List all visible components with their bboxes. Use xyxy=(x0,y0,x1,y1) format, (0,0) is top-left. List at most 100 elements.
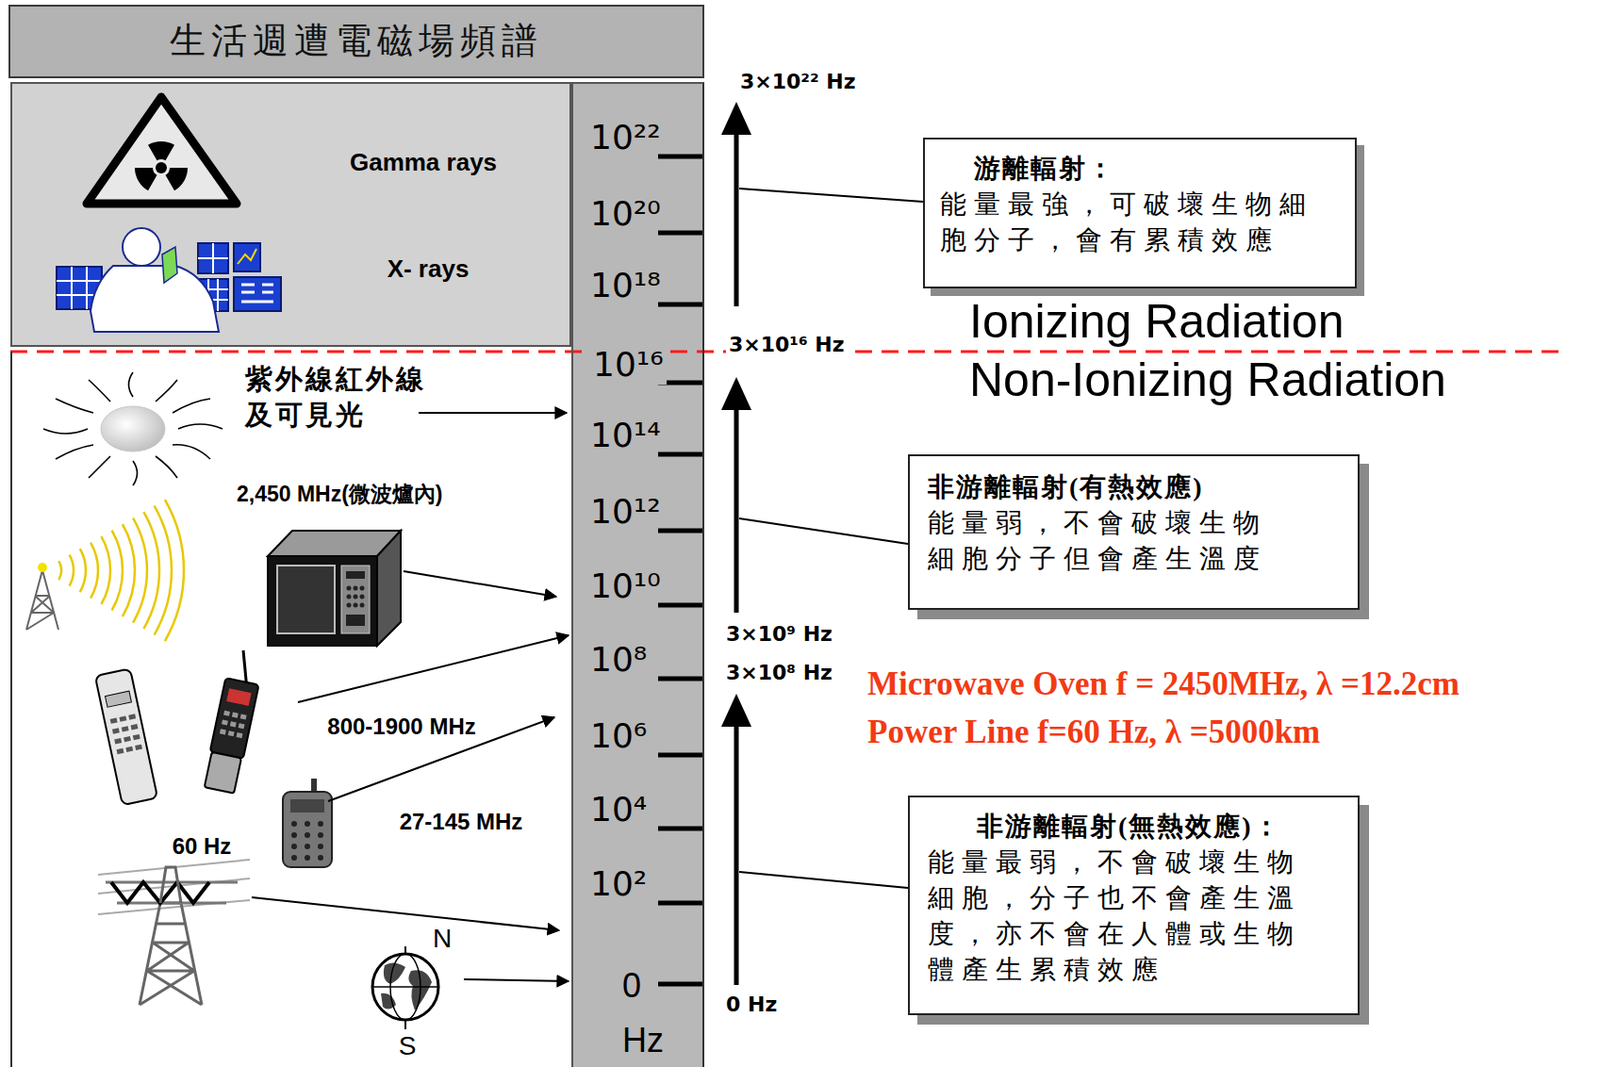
cell-tower-icon xyxy=(154,506,172,636)
microwave-oven-icon xyxy=(341,565,370,634)
frequency-bound: 3×10⁹ Hz xyxy=(725,622,833,647)
xray-operator-clipart xyxy=(122,228,161,266)
walkie-talkie-icon xyxy=(317,832,324,839)
mobile-phone-icon xyxy=(210,677,260,759)
source-arrow xyxy=(418,412,567,414)
scale-label: 10²⁰ xyxy=(590,195,661,233)
sun-icon xyxy=(172,445,211,460)
scale-label: 10¹⁶ xyxy=(590,345,667,385)
cell-tower-icon xyxy=(80,548,86,593)
mobile-phone-icon xyxy=(202,677,260,794)
microwave-oven-icon xyxy=(346,571,365,627)
mobile-phone-icon xyxy=(219,710,248,739)
sun-icon xyxy=(129,372,134,397)
microwave-oven-icon xyxy=(267,556,378,646)
mobile-phone-icon xyxy=(221,719,229,726)
scale-label: 10¹⁸ xyxy=(590,266,661,305)
scale-label: 10²² xyxy=(590,118,661,157)
cordless-phone-icon xyxy=(118,715,127,722)
microwave-oven-icon xyxy=(267,530,401,646)
cell-tower-icon xyxy=(58,560,62,580)
microwave-oven-icon xyxy=(346,571,365,579)
scale-ticks xyxy=(658,230,705,236)
microwave-oven-icon xyxy=(346,594,352,600)
frequency-arrow xyxy=(721,101,752,135)
globe-icon xyxy=(372,954,439,1021)
xray-operator-clipart xyxy=(197,243,229,274)
sun-icon xyxy=(43,428,88,434)
scale-ticks xyxy=(658,452,705,458)
frequency-arrow xyxy=(721,377,752,411)
mobile-phone-icon xyxy=(231,712,239,719)
cordless-phone-icon xyxy=(131,724,139,730)
frequency-bound: 3×10¹⁶ Hz xyxy=(725,331,848,359)
mobile-phone-icon xyxy=(223,710,231,717)
scale-ticks xyxy=(658,676,705,682)
sun-icon xyxy=(88,379,111,402)
radiation-symbol xyxy=(86,97,237,204)
scale-label: 10¹⁰ xyxy=(590,567,661,606)
cordless-phone-icon xyxy=(116,748,125,755)
unit-label: Hz xyxy=(622,1022,664,1060)
leader-line xyxy=(739,188,924,889)
source-label: Gamma rays xyxy=(349,148,497,178)
box-body: 能量弱，不會破壞生物細胞分子但會產生溫度 xyxy=(927,505,1292,578)
cordless-phone-icon xyxy=(112,727,120,734)
mobile-phone-icon xyxy=(230,721,237,727)
radiation-symbol xyxy=(165,167,189,191)
scale-ticks xyxy=(658,826,705,832)
cordless-phone-icon xyxy=(128,713,136,720)
sun-icon xyxy=(155,379,178,402)
description-box: 非游離輻射(無熱效應)：能量最弱，不會破壞生物細胞，分子也不會產生溫度，亦不會在… xyxy=(907,795,1360,1016)
wavelength-note: Power Line f=60 Hz, λ =5000km xyxy=(867,712,1320,753)
sun-icon xyxy=(172,398,211,413)
walkie-talkie-icon xyxy=(304,855,311,861)
source-arrow xyxy=(251,897,560,931)
microwave-oven-icon xyxy=(353,586,359,592)
cordless-phone-icon xyxy=(123,736,132,743)
xray-operator-clipart xyxy=(233,277,281,312)
xray-operator-clipart xyxy=(197,243,229,274)
scale-ticks xyxy=(658,982,705,988)
frequency-arrow xyxy=(734,724,740,986)
description-box: 非游離輻射(有熱效應)能量弱，不會破壞生物細胞分子但會產生溫度 xyxy=(907,454,1360,611)
leader-line xyxy=(739,518,908,545)
frequency-arrow xyxy=(734,407,740,613)
sun-icon xyxy=(132,461,138,486)
frequency-scale: 10²²10²⁰10¹⁸10¹⁶10¹⁴10¹²10¹⁰10⁸10⁶10⁴10²… xyxy=(571,82,705,1067)
scale-ticks xyxy=(658,753,705,759)
frequency-label: 800-1900 MHz xyxy=(327,713,476,742)
compass-label: N xyxy=(432,923,452,956)
frequency-bound: 0 Hz xyxy=(725,992,777,1018)
walkie-talkie-icon xyxy=(291,821,324,861)
scale-label: 10¹² xyxy=(590,493,661,531)
scale-ticks xyxy=(658,156,705,985)
walkie-talkie-icon xyxy=(282,791,332,868)
box-body: 能量最弱，不會破壞生物細胞，分子也不會產生溫度，亦不會在人體或生物體產生累積效應 xyxy=(927,844,1311,989)
walkie-talkie-icon xyxy=(304,821,311,827)
radiation-symbol xyxy=(134,167,158,191)
scale-label: 10² xyxy=(590,865,647,904)
radiation-symbol xyxy=(86,97,237,204)
walkie-talkie-icon xyxy=(291,855,297,861)
microwave-oven-icon xyxy=(353,594,359,600)
cordless-phone-icon xyxy=(95,668,158,806)
xray-operator-clipart xyxy=(237,248,257,264)
ionizing-source-panel: Gamma rays X- rays xyxy=(10,82,572,347)
walkie-talkie-icon xyxy=(291,832,297,839)
mobile-phone-icon xyxy=(219,728,227,735)
scale-ticks xyxy=(658,528,705,534)
walkie-talkie-icon xyxy=(291,821,297,827)
cordless-phone-icon xyxy=(104,691,132,708)
power-tower-icon xyxy=(139,903,202,1006)
walkie-talkie-icon xyxy=(317,843,324,850)
scale-ticks xyxy=(658,302,705,308)
source-label: 紫外線紅外線 及可見光 xyxy=(245,362,448,433)
box-heading: 游離輻射： xyxy=(940,150,1327,187)
cell-tower-icon xyxy=(58,499,184,642)
cell-tower-icon xyxy=(122,524,135,617)
wavelength-note: Microwave Oven f = 2450MHz, λ =12.2cm xyxy=(867,664,1460,705)
microwave-oven-icon xyxy=(360,586,365,592)
source-label: X- rays xyxy=(387,254,470,284)
cordless-phone-icon xyxy=(125,746,133,753)
